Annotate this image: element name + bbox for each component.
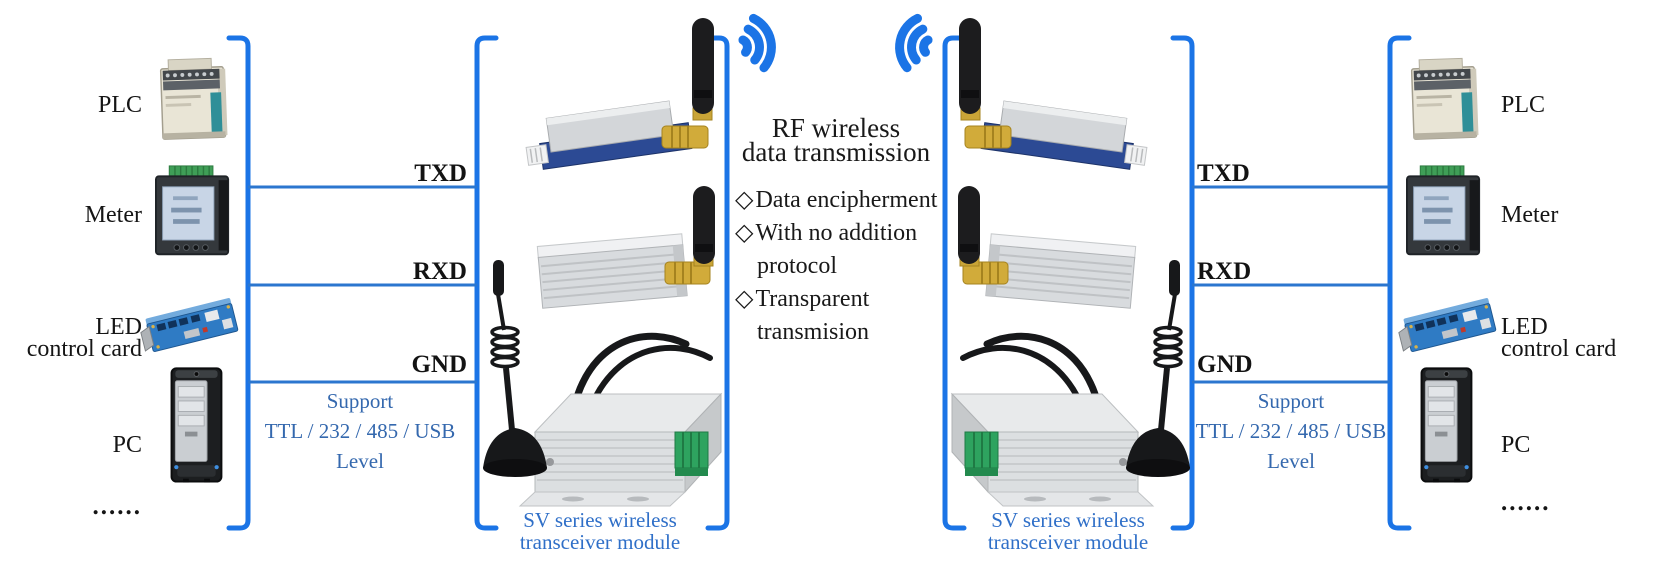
led-control-card-icon xyxy=(1396,288,1502,362)
more-devices-ellipsis: ...... xyxy=(1501,489,1551,516)
led-card-label-line2: control card xyxy=(1501,336,1617,362)
meter-icon xyxy=(150,164,236,259)
diamond-bullet-icon: ◇ xyxy=(735,187,754,213)
feature-list: ◇Data encipherment ◇With no addition pro… xyxy=(735,184,950,349)
feature-text: With no addition xyxy=(755,220,918,246)
meter-label: Meter xyxy=(84,202,142,228)
meter-label: Meter xyxy=(1501,202,1559,228)
sv-caption-line1: SV series wireless xyxy=(991,508,1145,532)
led-card-label: LED control card xyxy=(1501,314,1673,362)
sv-caption-line1: SV series wireless xyxy=(523,508,677,532)
support-line3: Level xyxy=(336,449,384,473)
led-card-label: LED control card xyxy=(0,314,142,362)
title-line2: data transmission xyxy=(741,137,931,167)
pc-tower-icon xyxy=(1410,357,1482,490)
feature-text: Transparent xyxy=(755,286,870,312)
led-card-label-line1: LED xyxy=(95,314,142,340)
plc-label: PLC xyxy=(1501,92,1546,118)
right-modules-close-bracket xyxy=(1170,35,1195,531)
support-line1: Support xyxy=(1257,389,1325,413)
support-line2: TTL / 232 / 485 / USB xyxy=(1195,419,1387,443)
feature-text-cont: transmision xyxy=(757,319,869,345)
left-devices-bracket xyxy=(226,35,251,531)
pc-tower-icon xyxy=(160,357,232,490)
support-line3: Level xyxy=(1267,449,1315,473)
pc-label: PC xyxy=(1501,432,1531,458)
meter-icon xyxy=(1401,164,1487,259)
feature-item-no-protocol: ◇With no addition protocol xyxy=(735,217,950,283)
title-line1: RF wireless xyxy=(771,113,901,143)
right-devices-bracket xyxy=(1387,35,1412,531)
led-card-label-line1: LED xyxy=(1501,314,1548,340)
led-card-label-line2: control card xyxy=(26,336,142,362)
sv-module-group-picture-right xyxy=(945,16,1195,508)
feature-text: Data encipherment xyxy=(755,187,938,213)
plc-icon xyxy=(1401,52,1489,150)
sv-module-caption: SV series wireless transceiver module xyxy=(475,509,725,553)
support-line2: TTL / 232 / 485 / USB xyxy=(264,419,456,443)
led-control-card-icon xyxy=(138,288,244,362)
rxd-wire-label: RXD xyxy=(412,258,467,285)
pc-label: PC xyxy=(112,432,142,458)
left-modules-open-bracket xyxy=(474,35,499,531)
support-line1: Support xyxy=(326,389,394,413)
gnd-wire-label: GND xyxy=(411,351,467,378)
sv-module-group-picture-left xyxy=(478,16,728,508)
gnd-wire-label: GND xyxy=(1197,351,1253,378)
more-devices-ellipsis: ...... xyxy=(92,493,142,520)
diamond-bullet-icon: ◇ xyxy=(735,286,754,312)
sv-module-caption: SV series wireless transceiver module xyxy=(943,509,1193,553)
right-modules-open-bracket xyxy=(942,35,967,531)
feature-text-cont: protocol xyxy=(757,253,837,279)
txd-wire-label: TXD xyxy=(414,160,467,187)
left-modules-close-bracket xyxy=(705,35,730,531)
plc-label: PLC xyxy=(97,92,142,118)
rf-transmission-title: RF wireless data transmission xyxy=(686,113,986,167)
sv-caption-line2: transceiver module xyxy=(987,530,1149,554)
support-level-note: Support TTL / 232 / 485 / USB Level xyxy=(1190,386,1392,476)
support-level-note: Support TTL / 232 / 485 / USB Level xyxy=(250,386,470,476)
plc-icon xyxy=(150,52,238,150)
diamond-bullet-icon: ◇ xyxy=(735,220,754,246)
sv-caption-line2: transceiver module xyxy=(519,530,681,554)
rxd-wire-label: RXD xyxy=(1197,258,1252,285)
txd-wire-label: TXD xyxy=(1197,160,1250,187)
feature-item-encipherment: ◇Data encipherment xyxy=(735,184,950,217)
feature-item-transparent: ◇Transparent transmision xyxy=(735,283,950,349)
